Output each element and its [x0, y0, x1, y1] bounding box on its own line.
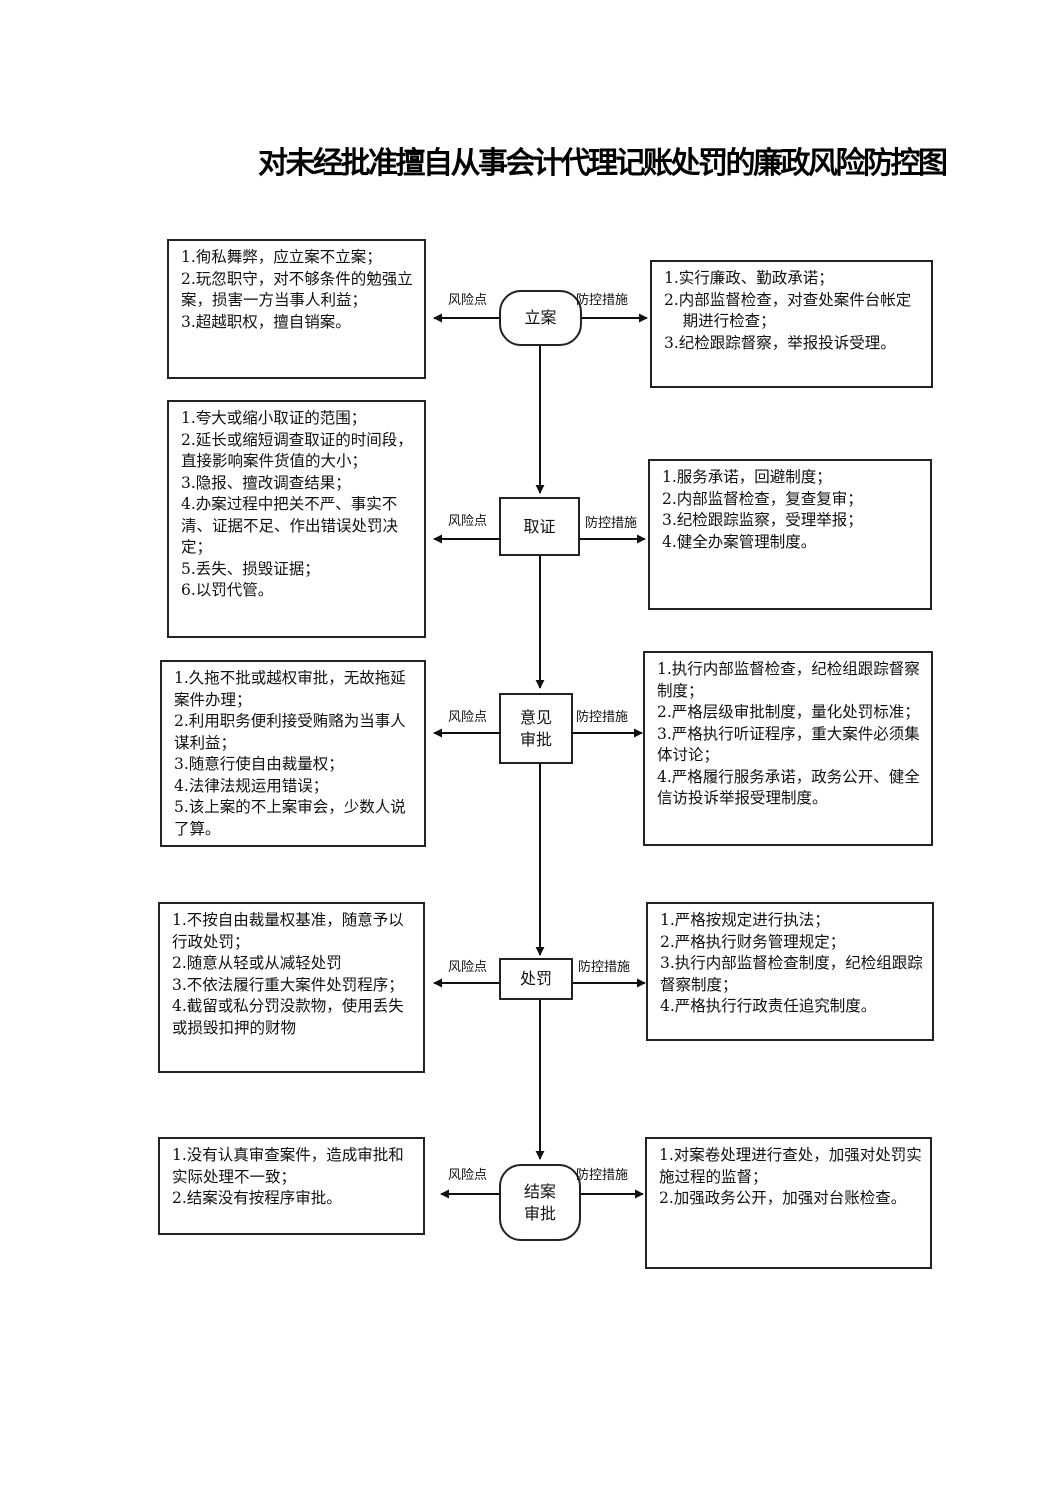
- risk-item: 2.利用职务便利接受贿赂为当事人谋利益；: [174, 712, 406, 752]
- control-label-1: 防控措施: [576, 293, 629, 308]
- risk-item: 1.久拖不批或越权审批，无故拖延案件办理；: [174, 669, 406, 709]
- control-label-2: 防控措施: [585, 516, 638, 531]
- control-item: 1.执行内部监督检查，纪检组跟踪督察制度；: [657, 660, 920, 700]
- control-item: 4.严格执行行政责任追究制度。: [660, 997, 877, 1015]
- stage-node-3: 意见 审批: [499, 693, 573, 764]
- control-item: 1.服务承诺，回避制度；: [662, 468, 832, 486]
- control-item: 2.内部监督检查，复查复审；: [662, 489, 863, 508]
- risk-item: 3.随意行使自由裁量权；: [174, 755, 344, 773]
- risk-box-1: 1.徇私舞弊，应立案不立案； 2.玩忽职守，对不够条件的勉强立案，损害一方当事人…: [167, 239, 426, 379]
- control-item: 3.严格执行听证程序，重大案件必须集体讨论；: [657, 724, 920, 765]
- control-box-2: 1.服务承诺，回避制度； 2.内部监督检查，复查复审； 3.纪检跟踪监察，受理举…: [648, 459, 932, 610]
- control-item: 2.严格层级审批制度，量化处罚标准；: [657, 703, 920, 721]
- risk-box-3: 1.久拖不批或越权审批，无故拖延案件办理； 2.利用职务便利接受贿赂为当事人谋利…: [160, 660, 426, 847]
- risk-item: 3.超越职权，擅自销案。: [181, 312, 351, 331]
- risk-label-4: 风险点: [448, 960, 488, 975]
- control-item: 3.执行内部监督检查制度，纪检组跟踪督察制度；: [660, 954, 923, 994]
- risk-item: 5.该上案的不上案审会，少数人说了算。: [174, 798, 406, 838]
- risk-box-2: 1.夸大或缩小取证的范围； 2.延长或缩短调查取证的时间段，直接影响案件货值的大…: [167, 400, 426, 638]
- stage-node-4: 处罚: [499, 958, 573, 1000]
- risk-box-4: 1.不按自由裁量权基准，随意予以行政处罚； 2.随意从轻或从减轻处罚 3.不依法…: [158, 902, 425, 1073]
- control-item: 2.内部监督检查，对查处案件台帐定期进行检查；: [664, 290, 912, 331]
- risk-item: 1.徇私舞弊，应立案不立案；: [181, 248, 382, 266]
- control-item: 1.对案卷处理进行查处，加强对处罚实施过程的监督；: [659, 1146, 922, 1186]
- risk-item: 1.没有认真审查案件，造成审批和实际处理不一致；: [172, 1146, 404, 1186]
- risk-label-5: 风险点: [448, 1168, 488, 1183]
- risk-item: 2.随意从轻或从减轻处罚: [172, 954, 342, 972]
- risk-item: 2.玩忽职守，对不够条件的勉强立案，损害一方当事人利益；: [181, 269, 413, 310]
- control-box-1: 1.实行廉政、勤政承诺； 2.内部监督检查，对查处案件台帐定期进行检查； 3.纪…: [650, 260, 933, 388]
- control-item: 1.实行廉政、勤政承诺；: [664, 269, 834, 287]
- control-box-3: 1.执行内部监督检查，纪检组跟踪督察制度； 2.严格层级审批制度，量化处罚标准；…: [643, 651, 933, 846]
- control-item: 3.纪检跟踪监察，受理举报；: [662, 511, 863, 529]
- control-item: 4.健全办案管理制度。: [662, 532, 817, 551]
- risk-item: 1.夸大或缩小取证的范围；: [181, 409, 367, 427]
- stage-node-1: 立案: [499, 290, 582, 346]
- control-item: 4.严格履行服务承诺，政务公开、健全信访投诉举报受理制度。: [657, 767, 920, 808]
- control-item: 2.严格执行财务管理规定；: [660, 932, 846, 951]
- risk-item: 2.结案没有按程序审批。: [172, 1189, 342, 1207]
- risk-item: 3.隐报、擅改调查结果；: [181, 473, 351, 492]
- risk-item: 1.不按自由裁量权基准，随意予以行政处罚；: [172, 911, 404, 951]
- risk-label-3: 风险点: [448, 710, 488, 725]
- control-item: 2.加强政务公开，加强对台账检查。: [659, 1189, 907, 1207]
- control-box-4: 1.严格按规定进行执法； 2.严格执行财务管理规定； 3.执行内部监督检查制度，…: [646, 902, 934, 1041]
- risk-item: 2.延长或缩短调查取证的时间段，直接影响案件货值的大小；: [181, 430, 413, 471]
- control-label-5: 防控措施: [576, 1168, 629, 1183]
- control-item: 3.纪检跟踪督察，举报投诉受理。: [664, 333, 896, 352]
- risk-box-5: 1.没有认真审查案件，造成审批和实际处理不一致； 2.结案没有按程序审批。: [158, 1137, 425, 1235]
- risk-item: 4.办案过程中把关不严、事实不清、证据不足、作出错误处罚决定；: [181, 495, 399, 556]
- control-box-5: 1.对案卷处理进行查处，加强对处罚实施过程的监督； 2.加强政务公开，加强对台账…: [645, 1137, 932, 1269]
- risk-item: 5.丢失、损毁证据；: [181, 559, 320, 578]
- control-label-4: 防控措施: [578, 960, 631, 975]
- stage-node-5: 结案 审批: [499, 1164, 581, 1241]
- risk-item: 4.法律法规运用错误；: [174, 776, 329, 795]
- risk-label-2: 风险点: [448, 514, 488, 529]
- control-label-3: 防控措施: [576, 710, 629, 725]
- control-item: 1.严格按规定进行执法；: [660, 911, 830, 929]
- stage-node-2: 取证: [499, 497, 580, 556]
- risk-item: 3.不依法履行重大案件处罚程序；: [172, 975, 404, 994]
- risk-item: 4.截留或私分罚没款物，使用丢失或损毁扣押的财物: [172, 997, 404, 1037]
- page-title: 对未经批准擅自从事会计代理记账处罚的廉政风险防控图: [258, 146, 948, 181]
- risk-label-1: 风险点: [448, 293, 488, 308]
- risk-item: 6.以罚代管。: [181, 581, 274, 599]
